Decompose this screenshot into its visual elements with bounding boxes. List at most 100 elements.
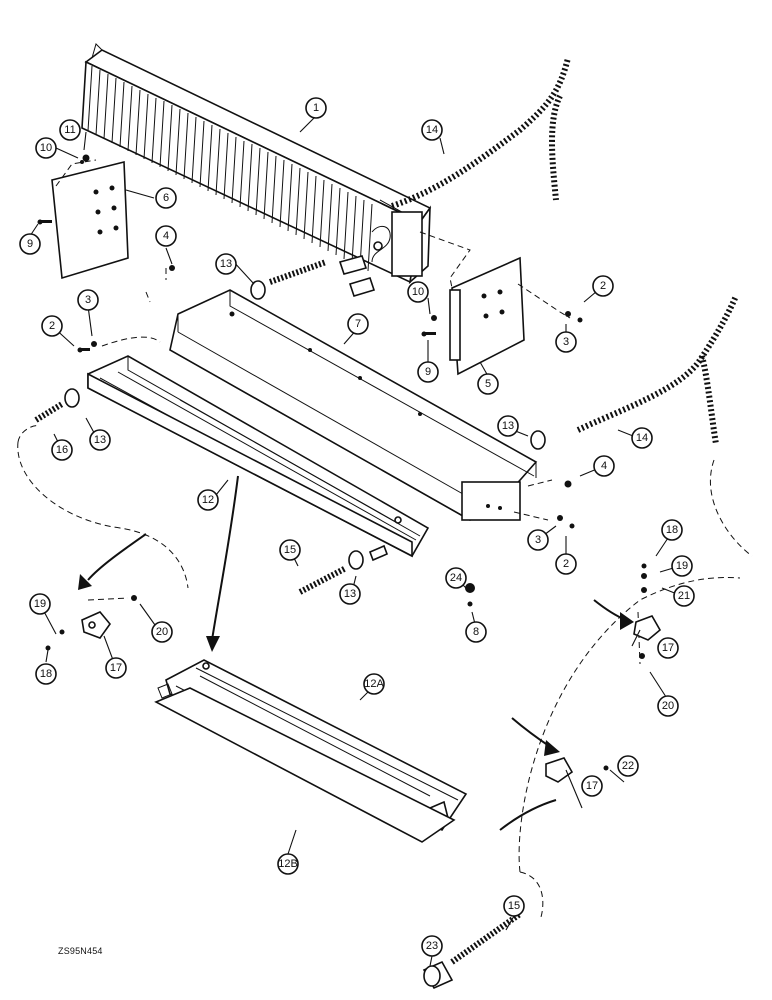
callout-2-upper: 2 bbox=[592, 275, 614, 297]
callout-12a: 12A bbox=[363, 673, 385, 695]
callout-1: 1 bbox=[305, 97, 327, 119]
callout-20-right: 20 bbox=[657, 695, 679, 717]
callout-8: 8 bbox=[465, 621, 487, 643]
left-bracket bbox=[51, 159, 129, 280]
callout-3-right: 3 bbox=[555, 331, 577, 353]
mounting-plate bbox=[169, 289, 538, 521]
callout-14-upper: 14 bbox=[421, 119, 443, 141]
callout-7: 7 bbox=[347, 313, 369, 335]
svg-text:2: 2 bbox=[49, 320, 55, 332]
svg-text:21: 21 bbox=[678, 590, 690, 602]
callout-12: 12 bbox=[197, 489, 219, 511]
callout-13-lower: 13 bbox=[339, 583, 361, 605]
callout-5: 5 bbox=[477, 373, 499, 395]
svg-text:17: 17 bbox=[662, 642, 674, 654]
callout-19-right: 19 bbox=[671, 555, 693, 577]
callout-9-left: 9 bbox=[19, 233, 41, 255]
callout-11: 11 bbox=[59, 119, 81, 141]
springs bbox=[34, 259, 522, 965]
callout-4-upper: 4 bbox=[155, 225, 177, 247]
svg-text:8: 8 bbox=[473, 626, 479, 638]
svg-text:3: 3 bbox=[85, 294, 91, 306]
callout-15-lower: 15 bbox=[503, 895, 525, 917]
svg-text:12B: 12B bbox=[278, 858, 298, 870]
callout-20-left: 20 bbox=[151, 621, 173, 643]
callout-21: 21 bbox=[673, 585, 695, 607]
callout-10-left: 10 bbox=[35, 137, 57, 159]
svg-text:17: 17 bbox=[586, 780, 598, 792]
svg-text:2: 2 bbox=[563, 558, 569, 570]
svg-text:1: 1 bbox=[313, 102, 319, 114]
svg-text:9: 9 bbox=[425, 366, 431, 378]
callout-19-left: 19 bbox=[29, 593, 51, 615]
svg-text:23: 23 bbox=[426, 940, 438, 952]
svg-text:4: 4 bbox=[163, 230, 169, 242]
callout-22: 22 bbox=[617, 755, 639, 777]
callout-17-right: 17 bbox=[657, 637, 679, 659]
callout-6: 6 bbox=[155, 187, 177, 209]
svg-text:7: 7 bbox=[355, 318, 361, 330]
callout-24: 24 bbox=[445, 567, 467, 589]
callout-10-right: 10 bbox=[407, 281, 429, 303]
callout-17-left: 17 bbox=[105, 657, 127, 679]
svg-text:13: 13 bbox=[220, 258, 232, 270]
svg-text:15: 15 bbox=[284, 544, 296, 556]
callout-13-right: 13 bbox=[497, 415, 519, 437]
callout-17-lower: 17 bbox=[581, 775, 603, 797]
detail-arrows bbox=[78, 475, 634, 831]
callout-13-upper: 13 bbox=[215, 253, 237, 275]
callout-2-left: 2 bbox=[41, 315, 63, 337]
svg-text:12A: 12A bbox=[364, 678, 384, 690]
heater-core bbox=[81, 43, 432, 297]
callout-9-right: 9 bbox=[417, 361, 439, 383]
svg-text:14: 14 bbox=[636, 432, 648, 444]
svg-text:10: 10 bbox=[40, 142, 52, 154]
right-bracket bbox=[419, 231, 571, 376]
svg-text:9: 9 bbox=[27, 238, 33, 250]
svg-text:19: 19 bbox=[676, 560, 688, 572]
callout-18-left: 18 bbox=[35, 663, 57, 685]
drain-pan bbox=[87, 355, 430, 558]
boundary-lines bbox=[17, 268, 753, 921]
svg-text:24: 24 bbox=[450, 572, 462, 584]
svg-text:19: 19 bbox=[34, 598, 46, 610]
svg-text:13: 13 bbox=[344, 588, 356, 600]
svg-text:6: 6 bbox=[163, 192, 169, 204]
svg-text:20: 20 bbox=[662, 700, 674, 712]
svg-text:12: 12 bbox=[202, 494, 214, 506]
svg-text:3: 3 bbox=[535, 534, 541, 546]
clips bbox=[81, 611, 662, 783]
svg-text:18: 18 bbox=[40, 668, 52, 680]
callout-3-left: 3 bbox=[77, 289, 99, 311]
svg-text:16: 16 bbox=[56, 444, 68, 456]
callout-16: 16 bbox=[51, 439, 73, 461]
svg-text:18: 18 bbox=[666, 524, 678, 536]
svg-text:3: 3 bbox=[563, 336, 569, 348]
hose-clamps bbox=[64, 280, 546, 990]
svg-text:4: 4 bbox=[601, 460, 607, 472]
callout-3-lower: 3 bbox=[527, 529, 549, 551]
callout-4-right: 4 bbox=[593, 455, 615, 477]
mat-12b bbox=[154, 687, 456, 843]
svg-text:11: 11 bbox=[64, 124, 75, 136]
svg-text:15: 15 bbox=[508, 900, 520, 912]
callout-13-left: 13 bbox=[89, 429, 111, 451]
svg-text:17: 17 bbox=[110, 662, 122, 674]
svg-text:10: 10 bbox=[412, 286, 424, 298]
svg-text:22: 22 bbox=[622, 760, 634, 772]
svg-text:13: 13 bbox=[94, 434, 106, 446]
figure-code: ZS95N454 bbox=[58, 946, 103, 956]
callout-23: 23 bbox=[421, 935, 443, 957]
callout-2-lower: 2 bbox=[555, 553, 577, 575]
hoses bbox=[391, 57, 739, 445]
svg-text:14: 14 bbox=[426, 124, 438, 136]
callout-14-lower: 14 bbox=[631, 427, 653, 449]
callout-18-right: 18 bbox=[661, 519, 683, 541]
fasteners bbox=[37, 154, 647, 771]
callout-12b: 12B bbox=[277, 853, 299, 875]
svg-text:13: 13 bbox=[502, 420, 514, 432]
svg-text:20: 20 bbox=[156, 626, 168, 638]
svg-text:5: 5 bbox=[485, 378, 491, 390]
svg-text:2: 2 bbox=[600, 280, 606, 292]
